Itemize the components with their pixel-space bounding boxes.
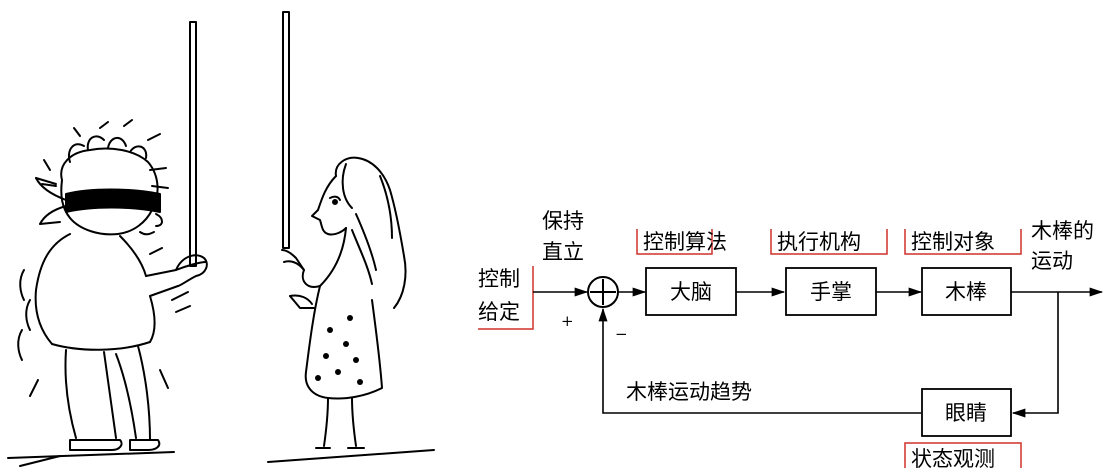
block-controller: 大脑 bbox=[645, 267, 737, 316]
role-actuator: 执行机构 bbox=[770, 229, 888, 255]
role-plant-label: 控制对象 bbox=[911, 230, 995, 254]
summing-junction-icon bbox=[587, 276, 619, 308]
feedback-line bbox=[598, 307, 921, 414]
input-label-line2: 给定 bbox=[478, 300, 520, 324]
plus-sign: + bbox=[561, 312, 574, 330]
input-bracket bbox=[478, 266, 534, 330]
role-plant: 控制对象 bbox=[904, 229, 1022, 255]
setpoint-label-line1: 保持 bbox=[542, 209, 584, 233]
block-plant-label: 木棒 bbox=[945, 280, 987, 304]
arrow-output-to-sensor bbox=[1011, 292, 1059, 418]
stick-right-icon bbox=[282, 11, 290, 249]
control-block-diagram: 控制 给定 保持 直立 + − 大脑 bbox=[478, 209, 1104, 471]
stick-left-icon bbox=[189, 21, 197, 267]
block-plant: 木棒 bbox=[921, 267, 1012, 316]
block-sensor-label: 眼睛 bbox=[945, 401, 987, 425]
feedback-label: 木棒运动趋势 bbox=[626, 380, 752, 404]
output-label-line2: 运动 bbox=[1031, 249, 1073, 273]
minus-sign: − bbox=[615, 325, 628, 343]
role-actuator-label: 执行机构 bbox=[777, 230, 861, 254]
output-label-line1: 木棒的 bbox=[1031, 219, 1094, 243]
blindfolded-man-illustration bbox=[7, 21, 208, 467]
block-actuator: 手掌 bbox=[785, 267, 877, 316]
role-controller-label: 控制算法 bbox=[643, 230, 727, 254]
input-label-line1: 控制 bbox=[478, 267, 520, 291]
block-actuator-label: 手掌 bbox=[810, 280, 852, 304]
role-sensor: 状态观测 bbox=[904, 442, 1022, 471]
role-controller: 控制算法 bbox=[636, 229, 727, 255]
role-sensor-label: 状态观测 bbox=[911, 447, 995, 468]
setpoint-label-line2: 直立 bbox=[542, 240, 584, 264]
woman-illustration bbox=[267, 11, 435, 463]
block-sensor: 眼睛 bbox=[921, 388, 1012, 437]
block-controller-label: 大脑 bbox=[670, 280, 712, 304]
